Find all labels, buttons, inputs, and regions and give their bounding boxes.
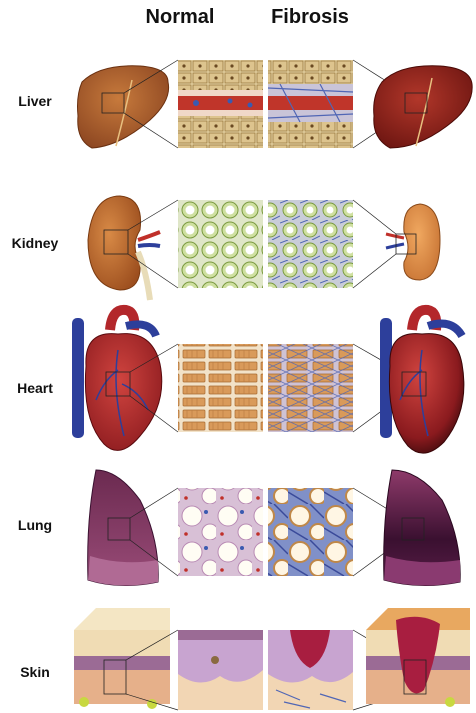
heart-normal-organ bbox=[72, 310, 178, 451]
lung-normal-histology bbox=[178, 488, 263, 576]
liver-fibrosis-organ bbox=[353, 60, 472, 148]
skin-fibrosis-block bbox=[353, 608, 470, 710]
skin-fibrosis-histology bbox=[268, 630, 353, 710]
kidney-fibrosis-histology bbox=[268, 200, 353, 288]
skin-normal-block bbox=[74, 608, 178, 710]
kidney-normal-organ bbox=[88, 196, 178, 300]
skin-normal-histology bbox=[178, 630, 263, 710]
kidney-fibrosis-organ bbox=[353, 200, 440, 288]
kidney-normal-histology bbox=[178, 200, 263, 288]
lung-normal-organ bbox=[88, 470, 178, 586]
heart-fibrosis-organ bbox=[353, 310, 464, 453]
lung-fibrosis-histology bbox=[268, 488, 353, 576]
liver-normal-histology bbox=[178, 60, 263, 148]
heart-fibrosis-histology bbox=[268, 344, 353, 432]
liver-fibrosis-histology bbox=[268, 60, 353, 148]
heart-normal-histology bbox=[178, 344, 263, 432]
lung-fibrosis-organ bbox=[353, 470, 460, 586]
liver-normal-organ bbox=[78, 60, 179, 148]
